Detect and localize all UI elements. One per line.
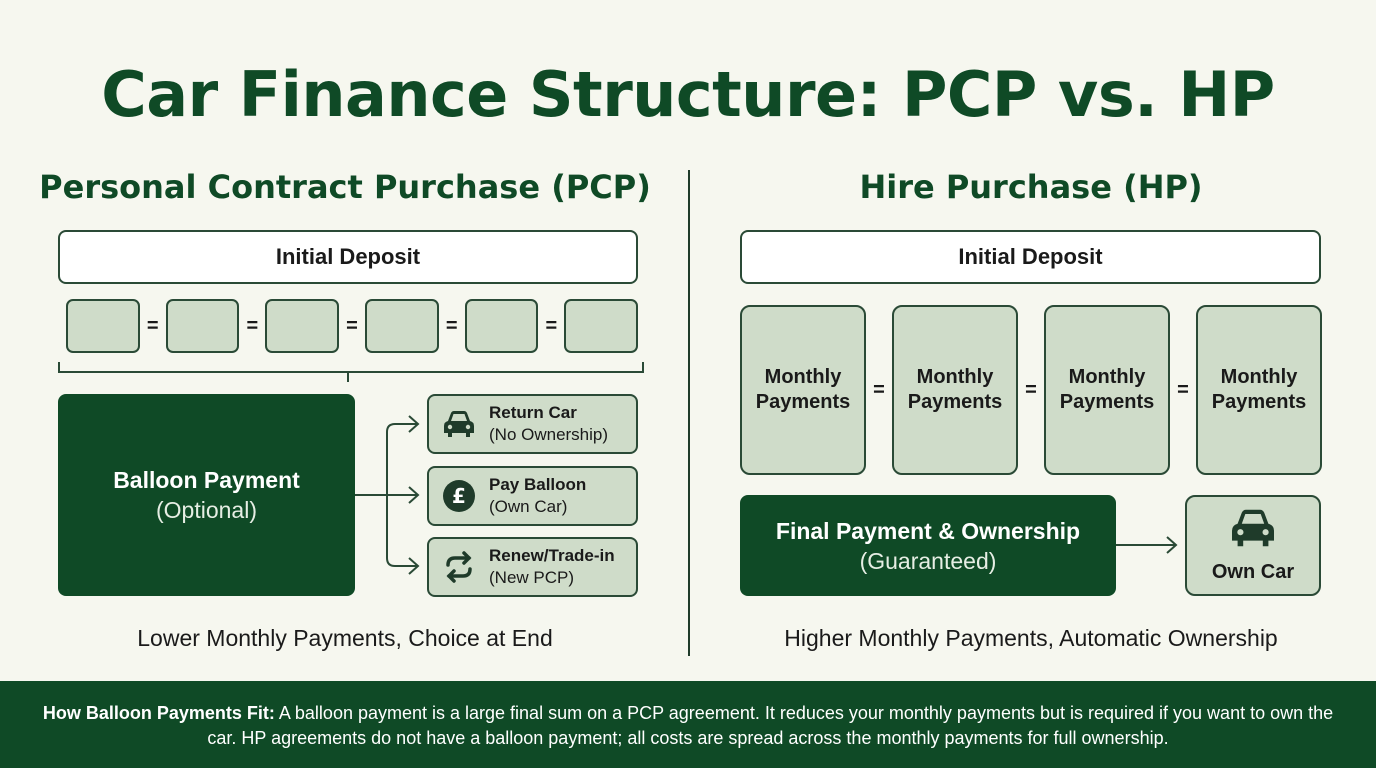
equals-sign: = <box>246 314 259 337</box>
equals-sign: = <box>346 314 358 337</box>
footer-lead: How Balloon Payments Fit: <box>42 703 275 723</box>
hp-own-car: Own Car <box>1185 495 1321 596</box>
hp-monthly-row: Monthly Payments = Monthly Payments = Mo… <box>740 305 1322 475</box>
option-title: Renew/Trade-in <box>489 546 615 565</box>
pcp-heading: Personal Contract Purchase (PCP) <box>39 168 651 206</box>
option-renew-trade-in: Renew/Trade-in (New PCP) <box>427 537 638 597</box>
branch-arrows <box>355 415 420 575</box>
car-icon <box>429 409 489 439</box>
equals-sign: = <box>1177 378 1189 401</box>
option-subtitle: (Own Car) <box>489 497 568 516</box>
balloon-title: Balloon Payment <box>113 467 300 493</box>
balloon-subtitle: (Optional) <box>156 497 257 523</box>
hp-initial-deposit: Initial Deposit <box>740 230 1321 284</box>
pcp-monthly-slot <box>165 299 240 353</box>
hp-monthly-payment: Monthly Payments <box>1196 305 1322 475</box>
arrow-right-icon <box>1116 536 1178 554</box>
option-subtitle: (New PCP) <box>489 568 575 587</box>
pound-icon: £ <box>429 479 489 513</box>
pcp-initial-deposit: Initial Deposit <box>58 230 638 284</box>
pcp-monthly-slot <box>66 299 140 353</box>
footer-explanation: How Balloon Payments Fit: A balloon paym… <box>0 681 1376 768</box>
hp-caption: Higher Monthly Payments, Automatic Owner… <box>784 625 1278 651</box>
renew-icon <box>429 550 489 584</box>
hp-monthly-payment: Monthly Payments <box>740 305 866 475</box>
pcp-monthly-slot <box>364 299 439 353</box>
equals-sign: = <box>873 378 885 401</box>
pcp-monthly-row: = = = = = <box>66 298 639 354</box>
option-pay-balloon: £ Pay Balloon (Own Car) <box>427 466 638 526</box>
hp-monthly-payment: Monthly Payments <box>1044 305 1170 475</box>
hp-monthly-payment: Monthly Payments <box>892 305 1018 475</box>
pcp-caption: Lower Monthly Payments, Choice at End <box>137 625 553 651</box>
option-title: Return Car <box>489 403 577 422</box>
pcp-monthly-slot <box>265 299 340 353</box>
column-divider <box>688 170 690 656</box>
car-icon <box>1227 507 1279 555</box>
pcp-monthly-slot <box>564 299 639 353</box>
page-title: Car Finance Structure: PCP vs. HP <box>101 58 1275 131</box>
svg-text:£: £ <box>452 484 466 508</box>
option-return-car: Return Car (No Ownership) <box>427 394 638 454</box>
footer-text: A balloon payment is a large final sum o… <box>207 703 1334 748</box>
final-payment-subtitle: (Guaranteed) <box>859 547 997 574</box>
pcp-balloon-payment: Balloon Payment (Optional) <box>58 394 355 596</box>
equals-sign: = <box>146 314 159 337</box>
pcp-monthly-slot <box>464 299 539 353</box>
equals-sign: = <box>545 314 558 337</box>
equals-sign: = <box>1025 378 1037 401</box>
option-subtitle: (No Ownership) <box>489 425 609 444</box>
hp-heading: Hire Purchase (HP) <box>859 168 1203 206</box>
hp-final-payment: Final Payment & Ownership (Guaranteed) <box>740 495 1116 596</box>
pcp-bracket <box>58 362 644 382</box>
final-payment-title: Final Payment & Ownership <box>775 517 1081 544</box>
equals-sign: = <box>445 314 458 337</box>
own-car-label: Own Car <box>1211 561 1295 583</box>
option-title: Pay Balloon <box>489 475 587 494</box>
